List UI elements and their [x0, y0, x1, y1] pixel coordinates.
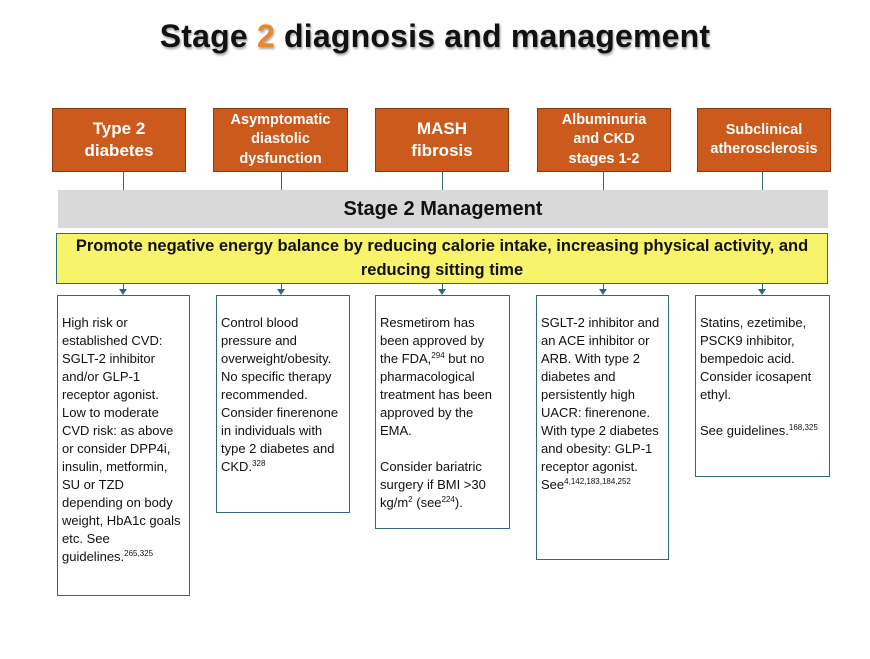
category-line: dysfunction — [239, 150, 322, 167]
connector-line — [603, 172, 604, 190]
box-text: High risk or established CVD: SGLT-2 inh… — [62, 314, 185, 566]
box-text-main: High risk or established CVD: SGLT-2 inh… — [62, 315, 181, 564]
arrow-down-icon — [277, 289, 285, 295]
box-text: SGLT-2 inhibitor and an ACE inhibitor or… — [541, 314, 664, 494]
connector-line — [123, 172, 124, 190]
category-type2-diabetes: Type 2 diabetes — [52, 108, 186, 172]
management-box-mash-fibrosis: Resmetirom has been approved by the FDA,… — [375, 295, 510, 529]
arrow-down-icon — [119, 289, 127, 295]
box-text-main: See guidelines. — [700, 423, 789, 438]
category-line: atherosclerosis — [710, 141, 818, 157]
category-line: MASH — [416, 118, 468, 138]
category-mash-fibrosis: MASH fibrosis — [375, 108, 509, 172]
category-line: and CKD — [573, 131, 635, 148]
category-line: fibrosis — [411, 141, 473, 160]
box-text: Statins, ezetimibe, PSCK9 inhibitor, bem… — [700, 314, 825, 404]
connector-line — [281, 284, 282, 289]
box-text-cont: ). — [454, 495, 463, 510]
box-text-main: Resmetirom has been approved by the FDA, — [380, 315, 485, 366]
category-line: Albuminuria — [561, 111, 647, 128]
connector-line — [123, 284, 124, 289]
connector-line — [281, 172, 282, 190]
connector-line — [442, 172, 443, 190]
category-line: diastolic — [251, 131, 310, 148]
category-line: Asymptomatic — [230, 111, 331, 128]
category-line: stages 1-2 — [568, 150, 640, 167]
management-box-type2-diabetes: High risk or established CVD: SGLT-2 inh… — [57, 295, 190, 596]
title-stage-number: 2 — [256, 18, 275, 54]
box-text-main: Consider bariatric surgery if BMI >30 kg… — [380, 459, 486, 510]
title-suffix: diagnosis and management — [274, 18, 711, 54]
connector-line — [762, 172, 763, 190]
connector-line — [442, 284, 443, 289]
connector-line — [603, 284, 604, 289]
category-subclinical-atherosclerosis: Subclinical atherosclerosis — [697, 108, 831, 172]
reference-superscript: 294 — [431, 351, 445, 360]
box-text: Consider bariatric surgery if BMI >30 kg… — [380, 458, 505, 512]
title-prefix: Stage — [159, 18, 257, 54]
box-text: Control blood pressure and overweight/ob… — [221, 314, 345, 476]
management-box-subclinical-atherosclerosis: Statins, ezetimibe, PSCK9 inhibitor, bem… — [695, 295, 830, 477]
reference-superscript: 4,142,183,184,252 — [564, 477, 631, 486]
box-text-main: Control blood pressure and overweight/ob… — [221, 315, 339, 474]
box-text-cont: (see — [412, 495, 442, 510]
category-diastolic-dysfunction: Asymptomatic diastolic dysfunction — [213, 108, 348, 172]
category-line: Type 2 — [92, 118, 146, 138]
category-line: diabetes — [84, 141, 154, 160]
category-line: Subclinical — [725, 122, 803, 139]
category-albuminuria-ckd: Albuminuria and CKD stages 1-2 — [537, 108, 671, 172]
arrow-down-icon — [758, 289, 766, 295]
energy-balance-banner: Promote negative energy balance by reduc… — [56, 233, 828, 284]
box-text: Resmetirom has been approved by the FDA,… — [380, 314, 505, 440]
energy-balance-text: Promote negative energy balance by reduc… — [75, 236, 809, 279]
reference-superscript: 168,325 — [788, 423, 818, 432]
box-text-main: Statins, ezetimibe, PSCK9 inhibitor, bem… — [700, 315, 812, 402]
page-title: Stage 2 diagnosis and management — [0, 18, 870, 55]
arrow-down-icon — [599, 289, 607, 295]
management-box-diastolic-dysfunction: Control blood pressure and overweight/ob… — [216, 295, 350, 513]
connector-line — [762, 284, 763, 289]
management-bar: Stage 2 Management — [58, 190, 828, 228]
reference-superscript: 328 — [252, 459, 266, 468]
reference-superscript: 265,325 — [124, 549, 154, 558]
box-text-cont: but no pharmacological treatment has bee… — [380, 351, 493, 438]
box-text-main: SGLT-2 inhibitor and an ACE inhibitor or… — [541, 315, 660, 492]
reference-superscript: 224 — [441, 495, 455, 504]
box-text: See guidelines.168,325 — [700, 422, 825, 440]
management-label: Stage 2 Management — [343, 197, 543, 220]
unit-superscript: 2 — [408, 495, 413, 504]
management-box-albuminuria-ckd: SGLT-2 inhibitor and an ACE inhibitor or… — [536, 295, 669, 560]
arrow-down-icon — [438, 289, 446, 295]
